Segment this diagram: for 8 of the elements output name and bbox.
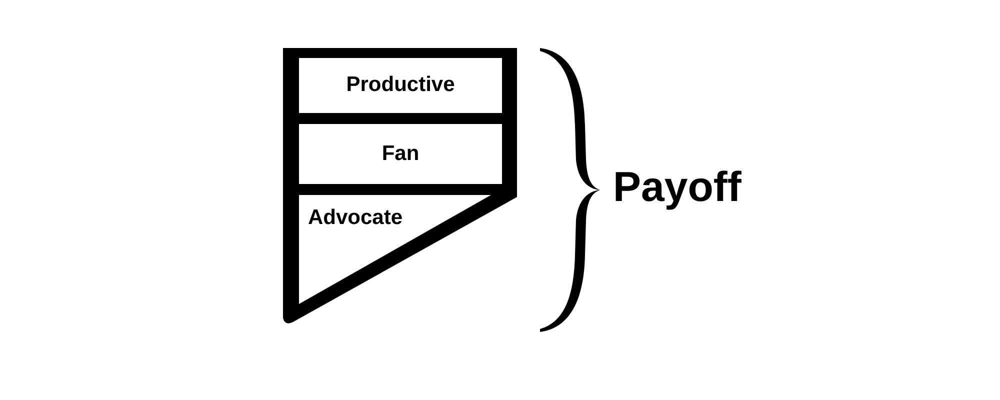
tier-triangle bbox=[299, 195, 491, 304]
tier-label: Fan bbox=[380, 142, 420, 166]
tier-label: Advocate bbox=[308, 206, 403, 230]
tier-box bbox=[299, 124, 502, 184]
payoff-label: Payoff bbox=[613, 164, 742, 210]
tier-box bbox=[299, 58, 502, 113]
tier-label: Productive bbox=[345, 73, 456, 96]
frame-outline bbox=[283, 48, 517, 324]
